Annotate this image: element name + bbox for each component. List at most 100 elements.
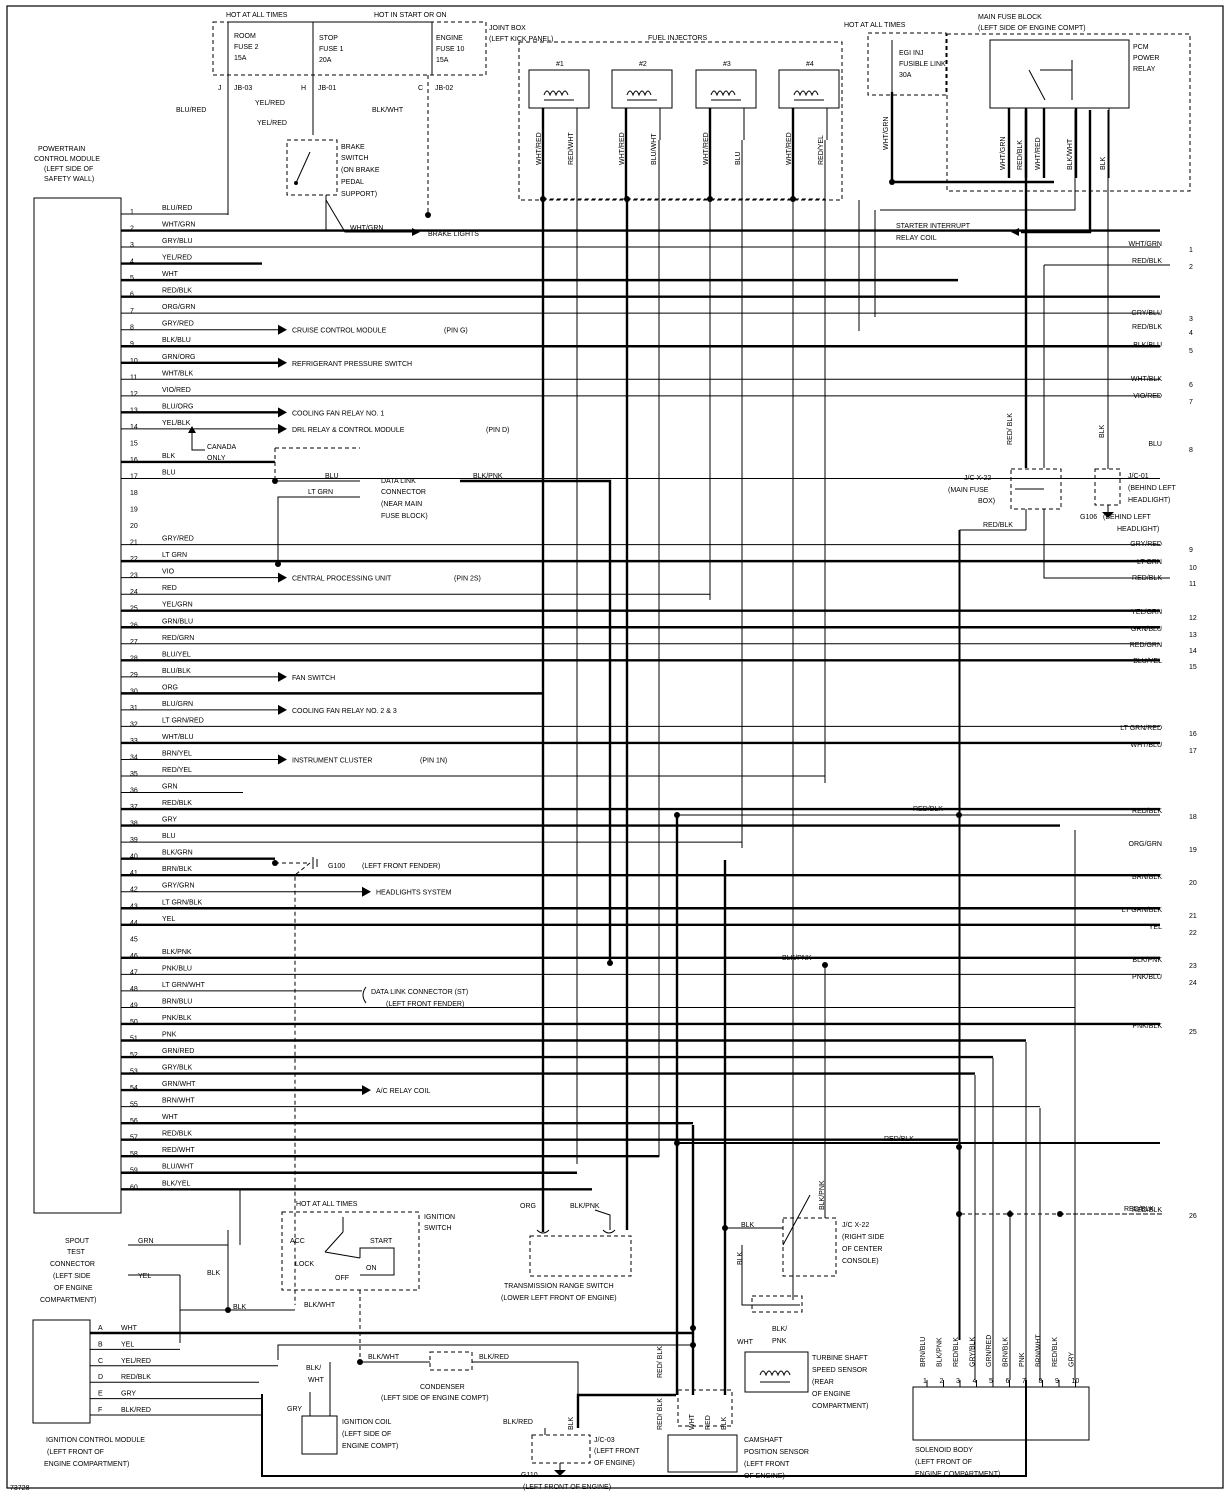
pcm-pin-number: 45: [130, 936, 138, 943]
right-wire-color: PNK/BLU: [1132, 974, 1162, 981]
pcm-pin-number: 21: [130, 540, 138, 547]
pcm-pin-15: 15: [130, 440, 138, 447]
jc03-label-2: (LEFT FRONT: [594, 1448, 640, 1455]
pcm-pin-number: 31: [130, 705, 138, 712]
spout-yel: YEL: [138, 1273, 151, 1280]
right-wire-color: LT GRN/BLK: [1122, 907, 1163, 914]
right-pin-number: 7: [1189, 399, 1193, 406]
pcm-pin-number: 37: [130, 804, 138, 811]
jcx22c-w-blk: BLK: [741, 1222, 755, 1229]
cmp-connector: [677, 1389, 733, 1427]
relay-label-3: RELAY: [1133, 66, 1156, 73]
pcm-pin-number: 36: [130, 788, 138, 795]
coil-w1-2: WHT: [308, 1377, 325, 1384]
spout-label-1: SPOUT: [65, 1238, 90, 1245]
spout-label-4: (LEFT SIDE: [53, 1273, 91, 1280]
pcm-pin-color: PNK/BLK: [162, 1015, 192, 1022]
pcm-pin-color: GRY: [162, 817, 177, 824]
arrow-target-29: FAN SWITCH: [278, 671, 335, 682]
right-wire-color: RED/BLK: [1132, 1207, 1162, 1214]
right-pin-number: 16: [1189, 731, 1197, 738]
jcx22c-label-1: J/C X-22: [842, 1222, 869, 1229]
wire-yel-red-top: YEL/RED: [255, 100, 285, 107]
solenoid-pin-number: 8: [1039, 1378, 1043, 1385]
trs-label-1: TRANSMISSION RANGE SWITCH: [504, 1283, 614, 1290]
wire-blu-red-top: BLU/RED: [176, 107, 206, 114]
ign-acc: ACC: [290, 1238, 305, 1245]
ignition-switch-box: [281, 1211, 420, 1291]
jcx22c-label-2: (RIGHT SIDE: [842, 1234, 885, 1241]
pcm-pin-number: 51: [130, 1036, 138, 1043]
ign-hot: HOT AT ALL TIMES: [296, 1201, 358, 1208]
arrow-pinref: (PIN D): [486, 427, 509, 434]
pcm-pin-color: GRN/ORG: [162, 354, 195, 361]
injectors-title: FUEL INJECTORS: [648, 35, 707, 42]
pcm-title-4: SAFETY WALL): [44, 176, 94, 183]
g110-label: (LEFT FRONT OF ENGINE): [523, 1484, 611, 1491]
fuse-stop-3: 20A: [319, 57, 332, 64]
pcm-pin-number: 39: [130, 837, 138, 844]
tss-label-3: (REAR: [812, 1379, 834, 1386]
pcm-pin-color: LT GRN: [162, 552, 187, 559]
pcm-pin-color: BLK/YEL: [162, 1180, 191, 1187]
solenoid-wire: RED/BLK: [953, 1337, 960, 1367]
pcm-pin-number: 47: [130, 969, 138, 976]
right-pin-number: 10: [1189, 565, 1197, 572]
pcm-pin-color: LT GRN/RED: [162, 717, 204, 724]
pcm-pin-number: 28: [130, 655, 138, 662]
brake-switch-box: [286, 139, 338, 196]
brake-lights: BRAKE LIGHTS: [428, 231, 479, 238]
arrow-target-14: DRL RELAY & CONTROL MODULE(PIN D): [278, 423, 509, 434]
right-wire-color: YEL/GRN: [1131, 609, 1162, 616]
pcm-pin-number: 6: [130, 292, 134, 299]
pcm-pin-color: BRN/YEL: [162, 750, 192, 757]
main-fuse-wire: BLK/WHT: [1067, 138, 1074, 170]
g106-label-1: (BEHIND LEFT: [1103, 514, 1152, 521]
pcm-pin-color: GRY/RED: [162, 536, 194, 543]
pcm-pin-color: RED/WHT: [162, 1147, 195, 1154]
right-pin-number: 20: [1189, 880, 1197, 887]
injector-wire-1: WHT/RED: [786, 132, 793, 165]
injector-name: #3: [723, 61, 731, 68]
cmp-sensor-box: [667, 1434, 738, 1473]
canada-only-label-2: ONLY: [207, 455, 226, 462]
pcm-pin-color: YEL/BLK: [162, 420, 191, 427]
pcm-pin-21: 21 GRY/RED: [121, 536, 1160, 547]
tss-box: [744, 1351, 809, 1393]
coil-label-1: IGNITION COIL: [342, 1419, 392, 1426]
relay-label-1: PCM: [1133, 44, 1149, 51]
right-pin-number: 9: [1189, 547, 1193, 554]
jb-02: JB-02: [435, 85, 453, 92]
arrow-head: [362, 1085, 371, 1096]
main-fuse-wire: WHT/GRN: [1000, 137, 1007, 170]
jc-x22-main: [1010, 468, 1062, 510]
solenoid-wire: BRN/BLU: [920, 1337, 927, 1367]
dlc-label-3: (NEAR MAIN: [381, 501, 422, 508]
pcm-pin-color: RED: [162, 585, 177, 592]
pcm-pin-number: 60: [130, 1184, 138, 1191]
fuse-room-3: 15A: [234, 55, 247, 62]
dlc-st-label-1: DATA LINK CONNECTOR (ST): [371, 989, 468, 996]
main-fuse-wire: RED/BLK: [1017, 140, 1024, 170]
fusible-label-3: 30A: [899, 72, 912, 79]
pcm-pin-color: YEL: [162, 916, 175, 923]
arrow-label: REFRIGERANT PRESSURE SWITCH: [292, 361, 412, 368]
icm-box: [32, 1319, 91, 1424]
pcm-pin-color: VIO/RED: [162, 387, 191, 394]
tss-label-4: OF ENGINE: [812, 1391, 851, 1398]
pcm-pin-color: BLU/GRN: [162, 701, 193, 708]
right-wire-color: LT GRN/RED: [1120, 725, 1162, 732]
relay-label-2: POWER: [1133, 55, 1159, 62]
solenoid-body: [912, 1386, 1090, 1441]
